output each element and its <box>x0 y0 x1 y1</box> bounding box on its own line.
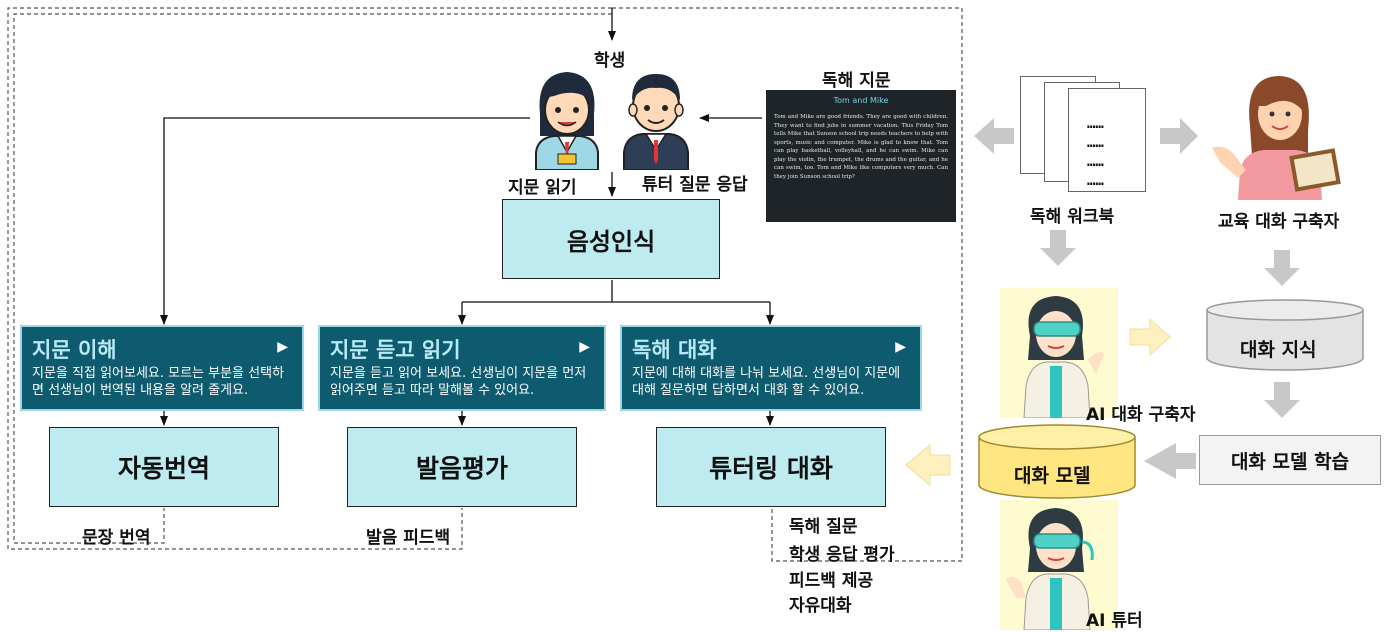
passage-text: Tom and Mike are good friends. They are … <box>774 114 948 180</box>
boy-student-icon <box>623 74 689 170</box>
answer-tutor-label: 튜터 질문 응답 <box>642 175 748 195</box>
dialogue-model-database-icon <box>978 424 1136 499</box>
card-title: 지문 듣고 읽기 <box>330 338 461 362</box>
knowledge-database-icon <box>1206 299 1364 371</box>
read-passage-label: 지문 읽기 <box>508 178 577 198</box>
ai-builder-label: AI 대화 구축자 <box>1086 405 1196 425</box>
card-title: 지문 이해 <box>32 338 117 362</box>
feedback-loop-inner <box>13 13 612 544</box>
workbook-dot-lines: …………………… <box>1087 116 1104 189</box>
workbook-page-front: …………………… <box>1068 88 1146 192</box>
tutoring-dialogue-box: 튜터링 대화 <box>656 427 886 507</box>
sentence-translation-label: 문장 번역 <box>82 528 151 548</box>
education-builder-label: 교육 대화 구축자 <box>1218 212 1340 232</box>
arrow-training-to-model <box>1144 443 1196 479</box>
play-arrow-icon[interactable]: ▶ <box>579 339 590 355</box>
pronunciation-feedback-label: 발음 피드백 <box>366 528 451 548</box>
passage-header: 독해 지문 <box>822 71 891 91</box>
ai-builder-robot-icon <box>1023 296 1104 418</box>
card-description: 지문을 직접 읽어보세요. 모르는 부분을 선택하면 선생님이 번역된 내용을 … <box>32 366 285 398</box>
play-arrow-icon[interactable]: ▶ <box>895 339 906 355</box>
tutoring-feedback-item: 학생 응답 평가 <box>789 545 895 565</box>
arrow-workbook-to-builder <box>1160 118 1198 154</box>
card-passage-comprehension[interactable]: 지문 이해 ▶ 지문을 직접 읽어보세요. 모르는 부분을 선택하면 선생님이 … <box>20 325 304 411</box>
model-training-box: 대화 모델 학습 <box>1199 435 1381 485</box>
arrow-student-to-card1 <box>160 117 530 325</box>
play-arrow-icon[interactable]: ▶ <box>277 339 288 355</box>
passage-title: Tom and Mike <box>833 96 889 105</box>
tutoring-feedback-item: 독해 질문 <box>789 517 858 537</box>
arrow-workbook-down <box>1040 230 1076 266</box>
arrow-builder-down <box>1264 250 1300 286</box>
auto-translation-box: 자동번역 <box>49 427 279 507</box>
pronunciation-eval-box: 발음평가 <box>347 427 577 507</box>
yellow-block-arrows <box>905 317 1171 487</box>
speech-recognition-box: 음성인식 <box>502 199 720 279</box>
card-listen-and-read[interactable]: 지문 듣고 읽기 ▶ 지문을 듣고 읽어 보세요. 선생님이 지문을 먼저 읽어… <box>318 325 606 411</box>
tutoring-feedback-item: 피드백 제공 <box>789 571 874 591</box>
ai-tutor-label: AI 튜터 <box>1086 611 1143 631</box>
arrow-workbook-to-passage <box>974 118 1014 154</box>
dialogue-knowledge-label: 대화 지식 <box>1240 339 1317 361</box>
girl-student-icon <box>535 72 599 170</box>
gray-block-arrows <box>974 118 1300 479</box>
dialogue-model-label: 대화 모델 <box>1014 465 1091 487</box>
feedback-loop-outer-left <box>7 7 612 550</box>
card-description: 지문을 듣고 읽어 보세요. 선생님이 지문을 먼저 읽어주면 듣고 따라 말해… <box>330 366 587 398</box>
tutoring-feedback-item: 자유대화 <box>789 596 852 616</box>
student-label: 학생 <box>594 51 626 71</box>
teacher-builder-icon <box>1212 76 1341 200</box>
feedback-loop-outer <box>612 7 963 562</box>
passage-panel: Tom and Mike Tom and Mike are good frien… <box>766 90 956 222</box>
arrow-aibuilder-to-knowledge <box>1129 317 1171 357</box>
workbook-label: 독해 워크북 <box>1030 207 1115 227</box>
arrow-model-to-tutoring <box>905 443 951 487</box>
card-reading-dialogue[interactable]: 독해 대화 ▶ 지문에 대해 대화를 나눠 보세요. 선생님이 지문에 대해 질… <box>620 325 922 411</box>
arrow-knowledge-down <box>1264 382 1300 418</box>
ai-tutor-robot-icon <box>1006 508 1094 630</box>
card-description: 지문에 대해 대화를 나눠 보세요. 선생님이 지문에 대해 질문하면 답하면서… <box>632 366 901 398</box>
card-title: 독해 대화 <box>632 338 717 362</box>
